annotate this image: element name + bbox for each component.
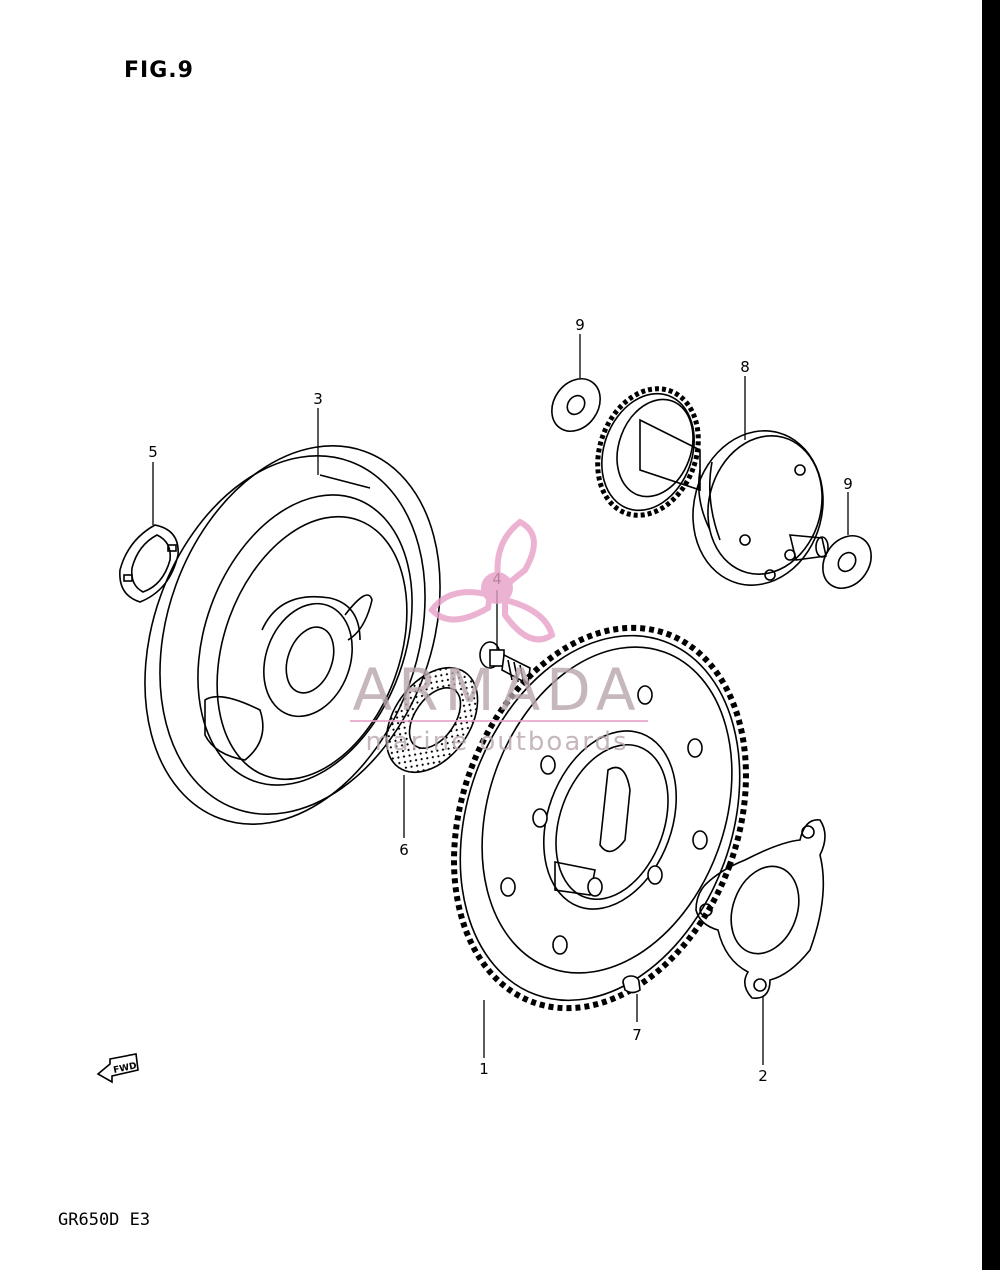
watermark-brand: ARMADA — [352, 656, 641, 724]
fwd-arrow-icon: FWD — [96, 1053, 139, 1084]
callout-2: 2 — [758, 1067, 768, 1085]
callout-3: 3 — [313, 390, 323, 408]
watermark: ARMADA marine outboards — [350, 518, 648, 757]
propeller-hub-icon — [481, 572, 513, 604]
figure-title: FIG.9 — [124, 58, 194, 83]
callout-8: 8 — [740, 358, 750, 376]
watermark-tagline: marine outboards — [365, 727, 628, 757]
callout-9-upper: 9 — [575, 316, 585, 334]
callout-7: 7 — [632, 1026, 642, 1044]
part-2-cover-plate — [695, 819, 826, 999]
model-label: GR650D E3 — [58, 1210, 151, 1230]
callout-9-lower: 9 — [843, 475, 853, 493]
part-7-pin — [622, 975, 641, 994]
part-3-clutch-housing — [144, 445, 441, 825]
callout-5: 5 — [148, 443, 158, 461]
part-4-bolt — [479, 641, 531, 686]
callout-1: 1 — [479, 1060, 489, 1078]
scan-border — [982, 0, 1000, 1270]
part-9-washer-upper — [551, 378, 601, 432]
fwd-label: FWD — [113, 1061, 138, 1076]
part-5-plate — [119, 524, 179, 603]
part-9-washer-lower — [822, 535, 872, 589]
part-1-driven-gear — [451, 624, 749, 1012]
part-8-idle-gear — [595, 386, 829, 586]
leader-lines — [152, 334, 849, 1065]
propeller-logo-icon — [428, 518, 556, 643]
callout-6: 6 — [399, 841, 409, 859]
